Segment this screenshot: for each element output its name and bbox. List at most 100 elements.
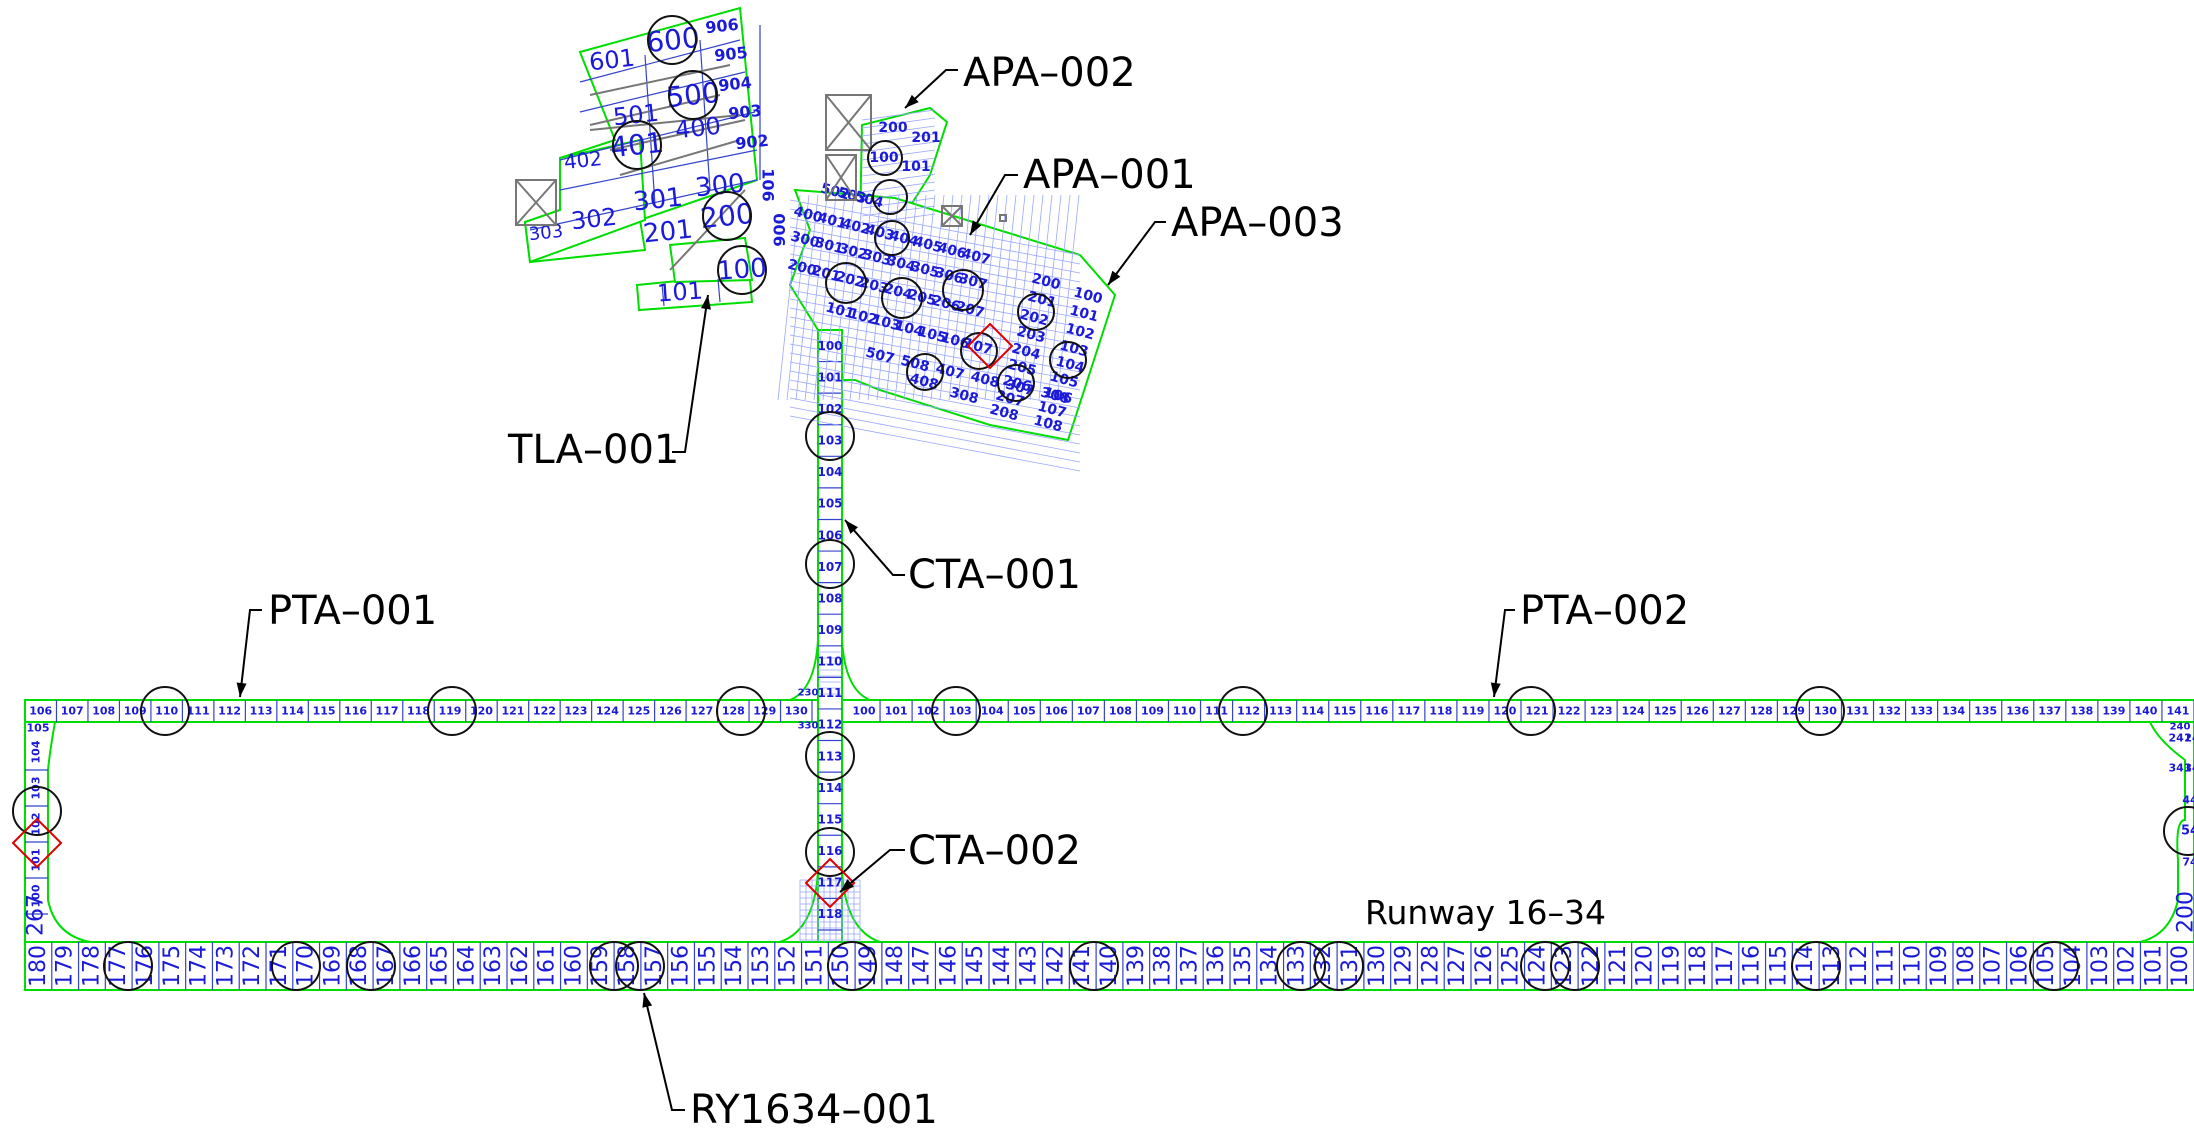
runway-label: 146 — [936, 945, 961, 987]
pta001-label: 112 — [218, 705, 241, 718]
pta002-label: 121 — [1526, 705, 1549, 718]
runway-label: 166 — [401, 945, 426, 987]
runway-label: 152 — [776, 945, 801, 987]
inspection-circle — [1506, 686, 1556, 736]
cta001-label: 114 — [817, 781, 842, 795]
apa001-label: 407 — [960, 245, 992, 268]
runway-label: 179 — [53, 945, 78, 987]
apa001-label: 504 — [853, 188, 886, 211]
terminal-label: 905 — [713, 43, 748, 65]
hatch-line — [789, 316, 1081, 373]
pta001-label: 110 — [155, 705, 178, 718]
hatch-line — [948, 194, 972, 401]
inspection-circle — [872, 179, 908, 215]
marker-diamond — [804, 857, 856, 909]
cta001-label: 117 — [817, 876, 842, 890]
runway-label: 151 — [802, 945, 827, 987]
inspection-circle — [827, 941, 877, 991]
hatch-line — [912, 194, 936, 401]
left-end-label: 104 — [30, 740, 43, 763]
callout-cta-001: CTA–001 — [908, 552, 1081, 598]
callout-leaders — [236, 69, 1515, 1111]
terminal-label: 200 — [699, 197, 756, 235]
apa003-label: 108 — [1032, 412, 1064, 435]
inspection-circle — [1791, 941, 1841, 991]
hatch-line — [975, 194, 999, 401]
inspection-circle — [1520, 941, 1570, 991]
building-box — [825, 94, 872, 151]
pta002-label: 135 — [1974, 705, 1997, 718]
hatch-line — [813, 194, 837, 401]
pta002-label: 139 — [2102, 705, 2125, 718]
tla-label: 101 — [656, 276, 704, 307]
apa001-label: 507 — [864, 344, 896, 367]
runway-label: 154 — [722, 945, 747, 987]
hatch-line — [885, 194, 909, 401]
runway-label: 175 — [160, 945, 185, 987]
hatch-line — [861, 157, 936, 169]
pta001-label: 119 — [438, 705, 461, 718]
callout-tla-001: TLA–001 — [507, 427, 679, 473]
inspection-circle — [668, 70, 718, 120]
hatch-line — [777, 194, 801, 401]
runway-label: 113 — [1820, 945, 1845, 987]
hatch-line — [789, 262, 1081, 319]
hatch-line — [1002, 194, 1026, 401]
pta002-label: 116 — [1365, 705, 1388, 718]
hatch-line — [861, 149, 936, 161]
grid-line — [661, 283, 665, 307]
leader-arrow — [642, 993, 653, 1008]
pta002-label: 100 — [853, 705, 876, 718]
runway-label: 142 — [1043, 945, 1068, 987]
runway-label: 156 — [669, 945, 694, 987]
pta001-label: 130 — [785, 705, 808, 718]
pta002-label: 125 — [1654, 705, 1677, 718]
hatch-line — [1038, 194, 1062, 401]
hatch-line — [930, 194, 954, 401]
grid-line — [529, 179, 758, 231]
runway-label: 117 — [1713, 945, 1738, 987]
inspection-circle — [615, 941, 665, 991]
apa003-label: 104 — [1054, 353, 1087, 376]
pta001-label: 124 — [596, 705, 619, 718]
construction-line — [589, 94, 721, 126]
hatch-line — [1020, 194, 1044, 401]
leader-arrow — [1490, 682, 1501, 697]
apa003-label: 206 — [1001, 372, 1033, 395]
pta002-label: 113 — [1269, 705, 1292, 718]
hatch-line — [966, 194, 990, 401]
apa001-label: 105 — [916, 323, 948, 346]
runway-label: 109 — [1927, 945, 1952, 987]
runway-label: 159 — [588, 945, 613, 987]
building-box — [825, 154, 857, 201]
runway-label: 127 — [1445, 945, 1470, 987]
runway-label: 131 — [1338, 945, 1363, 987]
hatch-line — [822, 194, 846, 401]
runway-label: 176 — [133, 945, 158, 987]
pta001-label: 118 — [407, 705, 430, 718]
runway-label: 106 — [2007, 945, 2032, 987]
pta002-label: 111 — [1205, 705, 1228, 718]
runway-label: 135 — [1231, 945, 1256, 987]
left-end-label: 105 — [27, 722, 50, 735]
runway-label: 139 — [1124, 945, 1149, 987]
runway-label: 108 — [1954, 945, 1979, 987]
callout-ry1634-001: RY1634–001 — [690, 1087, 938, 1131]
pta002-label: 123 — [1590, 705, 1613, 718]
leader-line — [672, 294, 709, 453]
terminal-label: 401 — [609, 126, 666, 164]
leader-line — [839, 849, 905, 893]
apa002-label: 100 — [869, 150, 898, 166]
pta001-label: 109 — [124, 705, 147, 718]
runway-label: 129 — [1392, 945, 1417, 987]
pta001-label: 108 — [92, 705, 115, 718]
runway-label: 103 — [2088, 945, 2113, 987]
marker-diamond — [966, 322, 1014, 370]
runway-label: 180 — [26, 945, 51, 987]
hatch-line — [789, 388, 1081, 445]
hatch-line — [795, 194, 819, 401]
apa002-label: 200 — [878, 120, 907, 136]
apa003-label: 101 — [1068, 302, 1100, 325]
hatch-line — [789, 199, 1081, 256]
runway-label: 153 — [749, 945, 774, 987]
